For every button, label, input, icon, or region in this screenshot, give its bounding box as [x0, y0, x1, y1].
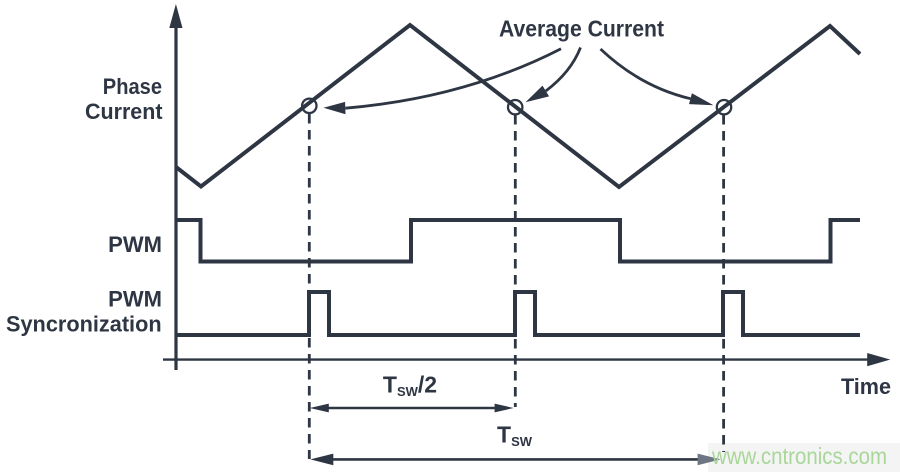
- svg-text:TSW/2: TSW/2: [383, 372, 437, 400]
- svg-text:www.cntronics.com: www.cntronics.com: [711, 443, 887, 469]
- svg-text:Syncronization: Syncronization: [6, 312, 162, 337]
- svg-text:TSW: TSW: [497, 422, 533, 450]
- svg-text:Current: Current: [85, 99, 163, 124]
- svg-text:Time: Time: [841, 374, 891, 399]
- svg-text:PWM: PWM: [108, 232, 162, 257]
- svg-text:PWM: PWM: [108, 287, 162, 312]
- svg-text:Average Current: Average Current: [499, 15, 664, 41]
- svg-text:Phase: Phase: [103, 74, 162, 99]
